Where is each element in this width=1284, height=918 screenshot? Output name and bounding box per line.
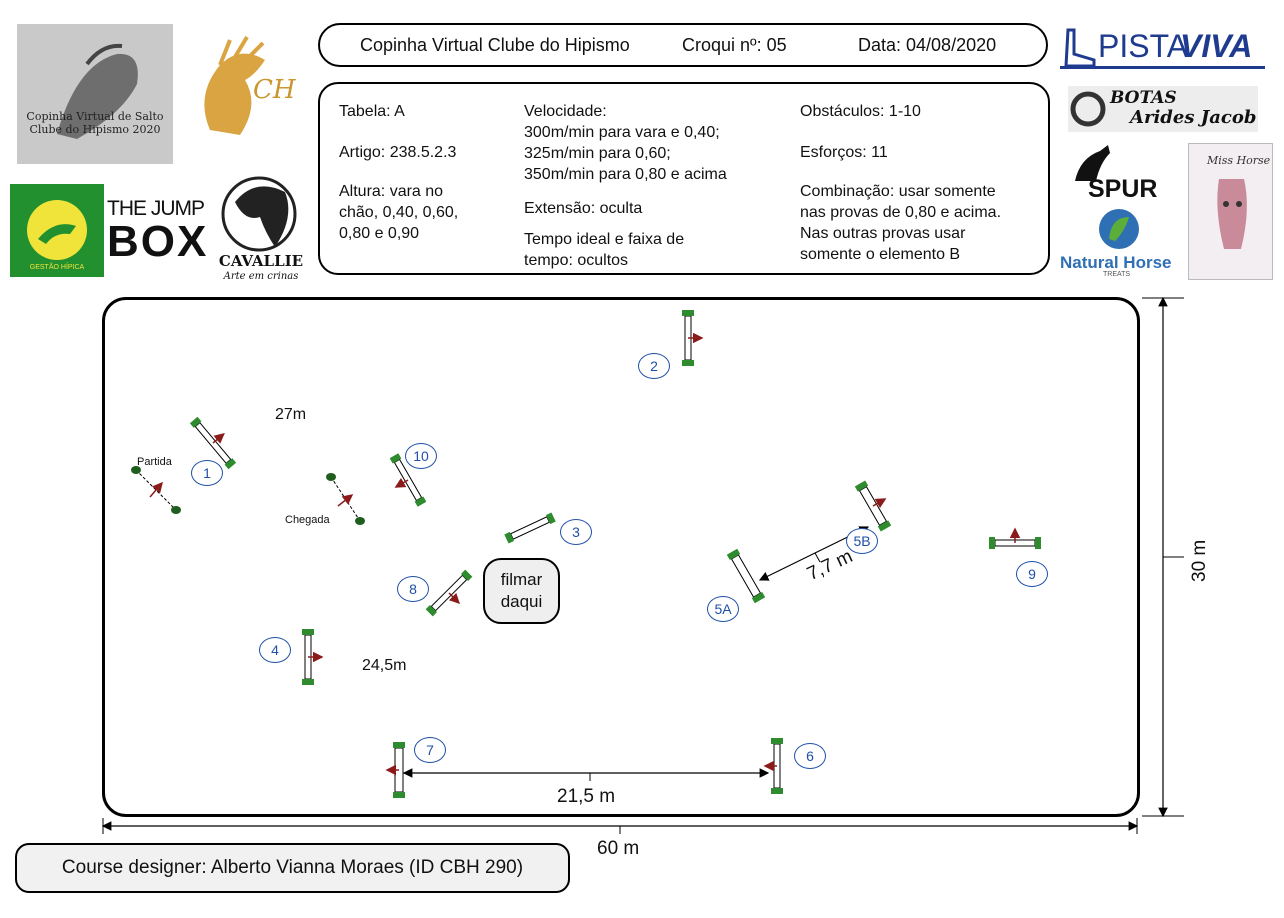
obstacle-1 bbox=[189, 416, 237, 470]
distance-24-5m: 24,5m bbox=[362, 657, 407, 674]
obstacle-number-5b: 5B bbox=[846, 528, 878, 554]
horse-head-icon bbox=[204, 35, 265, 135]
copinha-logo-text: Copinha Virtual de Salto Clube do Hipism… bbox=[26, 110, 164, 136]
obstacle-number-10: 10 bbox=[405, 443, 437, 469]
horse-icon bbox=[1075, 145, 1110, 181]
horse-portrait-icon bbox=[1217, 179, 1247, 249]
croqui-number: Croqui nº: 05 bbox=[682, 34, 787, 55]
start-line bbox=[131, 466, 181, 514]
info-altura: Altura: vara no chão, 0,40, 0,60, 0,80 e… bbox=[339, 183, 459, 242]
finish-line bbox=[326, 473, 365, 525]
obstacle-number-4: 4 bbox=[259, 637, 291, 663]
horse-head-leaf-icon bbox=[1099, 209, 1139, 249]
botas-line1: BOTAS bbox=[1110, 88, 1177, 108]
miss-horse-text: Miss Horse bbox=[1207, 154, 1271, 167]
film-line-1: filmar bbox=[500, 570, 543, 589]
obstacle-5b bbox=[854, 480, 892, 532]
distance-21-5m: 21,5 m bbox=[557, 786, 616, 807]
obstacle-6 bbox=[763, 738, 783, 794]
obstacle-number-5a: 5A bbox=[707, 596, 739, 622]
info-esforcos: Esforços: 11 bbox=[800, 144, 888, 161]
header-title-box: Copinha Virtual Clube do Hipismo Croqui … bbox=[318, 23, 1048, 67]
botas-logo: BOTAS Arides Jacob bbox=[1068, 86, 1258, 132]
info-tabela: Tabela: A bbox=[339, 103, 405, 120]
obstacle-number-8: 8 bbox=[397, 576, 429, 602]
obstacle-8 bbox=[425, 569, 473, 617]
ch-logo-text: CH bbox=[253, 75, 296, 105]
finish-label: Chegada bbox=[285, 514, 330, 526]
horseshoe-icon bbox=[1070, 91, 1106, 127]
distance-6-7 bbox=[402, 768, 770, 781]
course-info-box: Tabela: A Artigo: 238.5.2.3 Altura: vara… bbox=[318, 82, 1050, 275]
obstacle-5a bbox=[726, 548, 766, 604]
arena-boundary bbox=[102, 297, 1140, 817]
info-obstaculos: Obstáculos: 1-10 bbox=[800, 103, 921, 120]
obstacle-2 bbox=[682, 310, 704, 366]
obstacle-7 bbox=[385, 742, 405, 798]
botas-line2: Arides Jacob bbox=[1130, 107, 1257, 128]
obstacle-10 bbox=[389, 453, 427, 507]
obstacle-3 bbox=[504, 512, 556, 544]
jump-box-line1: THE JUMP bbox=[107, 197, 205, 220]
filming-position: filmar daqui bbox=[483, 558, 560, 624]
obstacle-4 bbox=[302, 629, 324, 685]
obstacle-number-2: 2 bbox=[638, 353, 670, 379]
info-combinacao: Combinação: usar somente nas provas de 0… bbox=[800, 183, 1002, 263]
width-dimension bbox=[101, 818, 1139, 834]
spur-text: SPUR bbox=[1088, 175, 1158, 203]
miss-horse-logo: Miss Horse bbox=[1188, 143, 1273, 280]
horse-jump-icon bbox=[57, 43, 138, 139]
horse-head-circle-icon bbox=[221, 176, 297, 252]
copinha-logo: Copinha Virtual de Salto Clube do Hipism… bbox=[17, 24, 173, 164]
gestao-hipica-text: GESTÃO HÍPICA bbox=[29, 264, 85, 271]
cavallie-text: CAVALLIE bbox=[218, 252, 304, 270]
ch-logo: CH bbox=[185, 35, 305, 150]
course-date: Data: 04/08/2020 bbox=[858, 34, 997, 55]
natural-horse-logo: Natural Horse TREATS bbox=[1058, 205, 1183, 280]
info-velocidade: Velocidade: 300m/min para vara e 0,40; 3… bbox=[524, 103, 727, 183]
obstacle-9 bbox=[989, 527, 1041, 549]
pista-viva-a: PISTA bbox=[1098, 28, 1189, 64]
natural-horse-sub: TREATS bbox=[1103, 271, 1131, 278]
obstacle-number-9: 9 bbox=[1016, 561, 1048, 587]
info-extensao: Extensão: oculta bbox=[524, 200, 643, 217]
pista-viva-logo: PISTA VIVA bbox=[1060, 26, 1265, 70]
course-designer: Course designer: Alberto Vianna Moraes (… bbox=[15, 843, 570, 893]
height-dimension bbox=[1142, 296, 1184, 818]
rider-icon bbox=[27, 200, 87, 260]
start-label: Partida bbox=[137, 456, 172, 468]
jump-box-logo: THE JUMP BOX bbox=[107, 197, 207, 267]
cavallie-logo: CAVALLIE Arte em crinas bbox=[215, 172, 307, 286]
event-name: Copinha Virtual Clube do Hipismo bbox=[360, 34, 630, 55]
cavallie-subtitle: Arte em crinas bbox=[223, 271, 299, 282]
pista-viva-underline bbox=[1060, 66, 1265, 69]
arena-height-label: 30 m bbox=[1189, 539, 1210, 582]
pista-viva-b: VIVA bbox=[1180, 28, 1253, 64]
obstacle-number-7: 7 bbox=[414, 737, 446, 763]
info-tempo: Tempo ideal e faixa de tempo: ocultos bbox=[524, 231, 685, 269]
obstacle-number-6: 6 bbox=[794, 743, 826, 769]
obstacle-number-3: 3 bbox=[560, 519, 592, 545]
gestao-hipica-logo: GESTÃO HÍPICA bbox=[10, 184, 104, 277]
obstacle-number-1: 1 bbox=[191, 460, 223, 486]
info-artigo: Artigo: 238.5.2.3 bbox=[339, 144, 457, 161]
spur-logo: SPUR bbox=[1068, 143, 1173, 203]
jump-box-line2: BOX bbox=[107, 217, 207, 266]
arena-width-label: 60 m bbox=[597, 838, 640, 859]
natural-horse-text: Natural Horse bbox=[1060, 253, 1172, 272]
film-line-2: daqui bbox=[500, 592, 543, 611]
distance-27m: 27m bbox=[275, 406, 307, 423]
